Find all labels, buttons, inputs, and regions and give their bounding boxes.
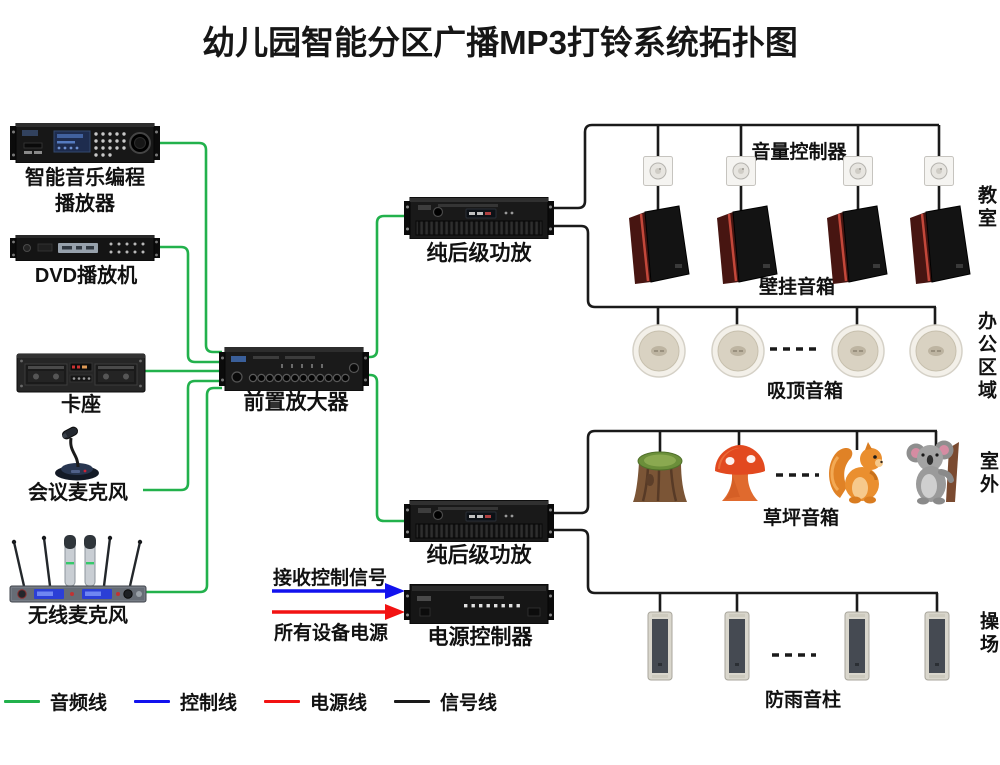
legend-item-audio: 音频线 (4, 688, 107, 715)
wall-speaker-icon (821, 204, 889, 284)
preamplifier-icon (219, 347, 369, 391)
column-speaker-icon (647, 611, 673, 681)
audio-line-wireless-mic (141, 386, 222, 594)
audio-line-preamp-to-amp-bottom (366, 373, 406, 523)
ceiling-speaker-icon (630, 324, 688, 380)
audio-line-conference-mic (143, 379, 222, 492)
power-line-swatch (264, 700, 301, 703)
ceiling-speaker-icon (829, 324, 887, 380)
signal-drops-playground (658, 593, 939, 615)
power-arrow (272, 604, 405, 620)
zone-outdoor-label: 室外 (977, 451, 998, 497)
power-amp-top-icon (404, 197, 554, 239)
column-speaker-icon (924, 611, 950, 681)
legend-item-signal: 信号线 (394, 688, 497, 715)
volume-controller-icon (643, 156, 673, 186)
column-speaker-icon (844, 611, 870, 681)
volume-controller-icon (924, 156, 954, 186)
audio-line-preamp-to-amp-top (366, 214, 406, 359)
wall-speaker-icon (904, 204, 972, 284)
squirrel-speaker-icon (824, 440, 890, 506)
mushroom-speaker-icon (710, 442, 770, 506)
control-line-label: 控制线 (180, 693, 238, 714)
music-player-icon (10, 123, 160, 163)
power-amp-bottom-label: 纯后级功放 (426, 544, 532, 567)
audio-line-label: 音频线 (50, 693, 108, 714)
music-player-label: 智能音乐编程 播放器 (25, 167, 145, 215)
volume-controller-icon (843, 156, 873, 186)
power-amp-top-label: 纯后级功放 (426, 242, 532, 265)
zone-office-label: 办公区域 (975, 311, 996, 403)
legend: 音频线 控制线 电源线 信号线 (4, 688, 497, 715)
signal-line-label: 信号线 (440, 693, 498, 714)
dvd-player-label: DVD播放机 (34, 265, 138, 287)
device-power-annotation: 所有设备电源 (273, 623, 389, 644)
column-speaker-icon (724, 611, 750, 681)
signal-bus-office (552, 224, 936, 309)
dvd-player-icon (10, 235, 160, 261)
control-line-swatch (134, 700, 171, 703)
power-line-label: 电源线 (310, 693, 368, 714)
wall-speaker-label: 壁挂音箱 (758, 277, 836, 298)
koala-speaker-icon (903, 436, 969, 506)
volume-controller-label: 音量控制器 (751, 142, 847, 163)
zone-classroom-label: 教室 (975, 185, 996, 231)
signal-drops-office (656, 307, 937, 332)
audio-line-dvd (150, 245, 222, 364)
wall-speaker-icon (623, 204, 691, 284)
cassette-deck-icon (16, 353, 146, 393)
cassette-deck-label: 卡座 (61, 394, 101, 416)
tree-stump-speaker-icon (628, 444, 692, 506)
power-amp-bottom-icon (404, 500, 554, 542)
conference-mic-icon (49, 418, 105, 482)
signal-drops-classroom-speakers (656, 186, 941, 212)
power-controller-icon (404, 584, 554, 624)
power-controller-label: 电源控制器 (427, 626, 533, 649)
signal-bus-outdoor (552, 429, 937, 515)
legend-item-power: 电源线 (264, 688, 367, 715)
signal-line-swatch (394, 700, 431, 703)
ceiling-speaker-label: 吸顶音箱 (766, 381, 844, 402)
wireless-mic-label: 无线麦克风 (28, 605, 128, 627)
audio-line-swatch (4, 700, 40, 703)
wireless-mic-icon (8, 532, 148, 604)
volume-controller-icon (726, 156, 756, 186)
wall-speaker-icon (711, 204, 779, 284)
lawn-speaker-label: 草坪音箱 (762, 508, 840, 529)
signal-drops-outdoor (658, 431, 938, 452)
preamplifier-label: 前置放大器 (243, 391, 349, 414)
column-speaker-label: 防雨音柱 (764, 690, 842, 711)
audio-line-music-player (150, 141, 222, 354)
zone-playground-label: 操场 (977, 611, 998, 657)
control-signal-annotation: 接收控制信号 (272, 568, 388, 589)
signal-bus-classroom (552, 123, 939, 210)
diagram-title: 幼儿园智能分区广播MP3打铃系统拓扑图 (202, 24, 798, 61)
signal-drops-classroom (656, 125, 941, 157)
conference-mic-label: 会议麦克风 (28, 482, 128, 504)
ceiling-speaker-icon (709, 324, 767, 380)
ceiling-speaker-icon (907, 324, 965, 380)
legend-item-control: 控制线 (134, 688, 237, 715)
signal-bus-playground (552, 528, 938, 595)
control-signal-arrow (272, 583, 405, 599)
